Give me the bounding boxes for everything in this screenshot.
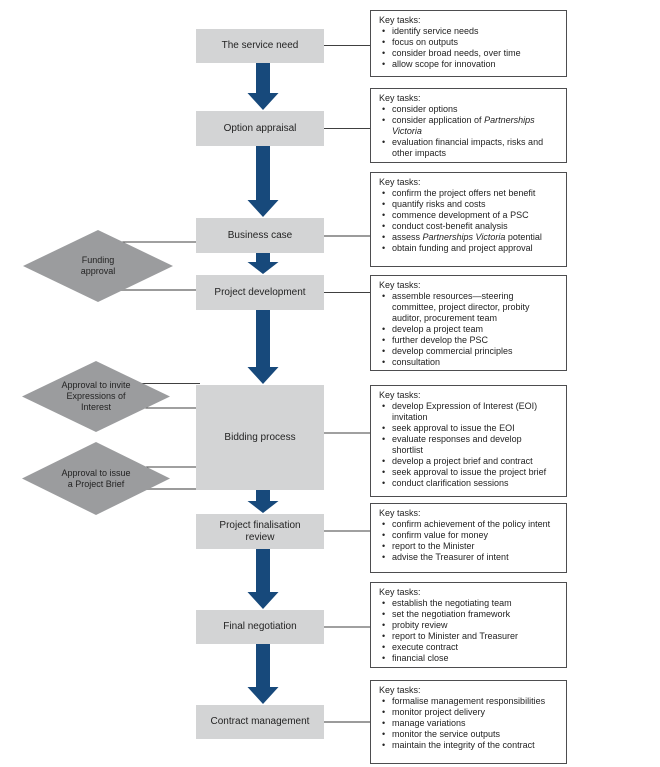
task-item: confirm the project offers net benefit <box>379 188 554 199</box>
stage-box-service-need: The service need <box>196 29 324 63</box>
task-item: assess Partnerships Victoria potential <box>379 232 554 243</box>
task-list: identify service needsfocus on outputsco… <box>379 26 554 70</box>
task-item: evaluation financial impacts, risks and … <box>379 137 554 159</box>
flow-arrow-3 <box>247 253 279 274</box>
approval-label: Approval to issue a Project Brief <box>61 467 131 489</box>
task-item: set the negotiation framework <box>379 609 554 620</box>
stage-box-bidding-process: Bidding process <box>196 385 324 490</box>
task-item: report to the Minister <box>379 541 554 552</box>
flow-arrow-7 <box>247 644 279 704</box>
task-item: quantify risks and costs <box>379 199 554 210</box>
stage-box-final-negotiation: Final negotiation <box>196 610 324 644</box>
task-item: evaluate responses and develop shortlist <box>379 434 554 456</box>
key-tasks-box-final-negotiation: Key tasks: establish the negotiating tea… <box>370 582 567 668</box>
task-item: advise the Treasurer of intent <box>379 552 554 563</box>
task-list: confirm achievement of the policy intent… <box>379 519 554 563</box>
approval-diamond-funding: Funding approval <box>23 230 173 302</box>
stage-label: Project finalisation review <box>219 519 301 543</box>
task-item: allow scope for innovation <box>379 59 554 70</box>
approval-label: Funding approval <box>80 255 116 276</box>
task-item: focus on outputs <box>379 37 554 48</box>
task-item: confirm achievement of the policy intent <box>379 519 554 530</box>
task-item: confirm value for money <box>379 530 554 541</box>
diamond-shape <box>23 230 173 302</box>
task-item: further develop the PSC <box>379 335 554 346</box>
task-item: conduct cost-benefit analysis <box>379 221 554 232</box>
task-item: identify service needs <box>379 26 554 37</box>
key-tasks-box-option-appraisal: Key tasks: consider optionsconsider appl… <box>370 88 567 163</box>
key-tasks-heading: Key tasks: <box>379 508 421 518</box>
key-tasks-heading: Key tasks: <box>379 685 421 695</box>
task-item: execute contract <box>379 642 554 653</box>
task-item: develop Expression of Interest (EOI) inv… <box>379 401 554 423</box>
task-item: maintain the integrity of the contract <box>379 740 554 751</box>
task-item: manage variations <box>379 718 554 729</box>
stage-label: Project development <box>214 286 306 298</box>
key-tasks-box-business-case: Key tasks: confirm the project offers ne… <box>370 172 567 267</box>
key-tasks-box-bidding-process: Key tasks: develop Expression of Interes… <box>370 385 567 497</box>
task-item: develop a project team <box>379 324 554 335</box>
stage-label: The service need <box>221 40 299 51</box>
stage-label: Contract management <box>210 716 310 727</box>
task-item: conduct clarification sessions <box>379 478 554 489</box>
task-list: establish the negotiating teamset the ne… <box>379 598 554 664</box>
key-tasks-box-service-need: Key tasks: identify service needsfocus o… <box>370 10 567 77</box>
flow-arrow-4 <box>247 310 279 384</box>
key-tasks-heading: Key tasks: <box>379 177 421 187</box>
task-item: monitor the service outputs <box>379 729 554 740</box>
flow-arrow-1 <box>247 63 279 110</box>
task-list: consider optionsconsider application of … <box>379 104 554 159</box>
task-item: consider options <box>379 104 554 115</box>
flow-arrow-6 <box>247 549 279 609</box>
stage-box-business-case: Business case <box>196 218 324 253</box>
stage-label: Final negotiation <box>223 621 297 632</box>
stage-label: Business case <box>227 229 293 241</box>
key-tasks-heading: Key tasks: <box>379 587 421 597</box>
task-item: obtain funding and project approval <box>379 243 554 254</box>
task-item: establish the negotiating team <box>379 598 554 609</box>
flow-arrow-2 <box>247 146 279 217</box>
diamond-shape <box>22 442 170 515</box>
task-item: consultation <box>379 357 554 368</box>
approval-diamond-eoi: Approval to invite Expressions of Intere… <box>22 361 170 432</box>
task-list: confirm the project offers net benefitqu… <box>379 188 554 254</box>
flow-arrow-5 <box>247 490 279 513</box>
stage-box-option-appraisal: Option appraisal <box>196 111 324 146</box>
key-tasks-heading: Key tasks: <box>379 93 421 103</box>
task-list: formalise management responsibilitiesmon… <box>379 696 554 751</box>
task-list: assemble resources—steering committee, p… <box>379 291 554 368</box>
task-list: develop Expression of Interest (EOI) inv… <box>379 401 554 489</box>
stage-box-project-finalisation-review: Project finalisation review <box>196 514 324 549</box>
key-tasks-heading: Key tasks: <box>379 390 421 400</box>
key-tasks-heading: Key tasks: <box>379 15 421 25</box>
task-item: seek approval to issue the project brief <box>379 467 554 478</box>
stage-box-project-development: Project development <box>196 275 324 310</box>
task-item: monitor project delivery <box>379 707 554 718</box>
task-item: report to Minister and Treasurer <box>379 631 554 642</box>
task-item: formalise management responsibilities <box>379 696 554 707</box>
diamond-shape <box>22 361 170 432</box>
approval-diamond-project-brief: Approval to issue a Project Brief <box>22 442 170 515</box>
key-tasks-box-project-development: Key tasks: assemble resources—steering c… <box>370 275 567 371</box>
task-item: seek approval to issue the EOI <box>379 423 554 434</box>
approval-label: Approval to invite Expressions of Intere… <box>61 380 131 412</box>
task-item: probity review <box>379 620 554 631</box>
task-item: develop commercial principles <box>379 346 554 357</box>
stage-box-contract-management: Contract management <box>196 705 324 739</box>
task-item: commence development of a PSC <box>379 210 554 221</box>
stage-label: Option appraisal <box>223 122 297 134</box>
task-item: consider broad needs, over time <box>379 48 554 59</box>
stage-label: Bidding process <box>224 431 296 443</box>
key-tasks-box-project-finalisation-review: Key tasks: confirm achievement of the po… <box>370 503 567 573</box>
key-tasks-box-contract-management: Key tasks: formalise management responsi… <box>370 680 567 764</box>
task-item: assemble resources—steering committee, p… <box>379 291 554 324</box>
key-tasks-heading: Key tasks: <box>379 280 421 290</box>
task-item: develop a project brief and contract <box>379 456 554 467</box>
task-item: consider application of Partnerships Vic… <box>379 115 554 137</box>
task-item: financial close <box>379 653 554 664</box>
